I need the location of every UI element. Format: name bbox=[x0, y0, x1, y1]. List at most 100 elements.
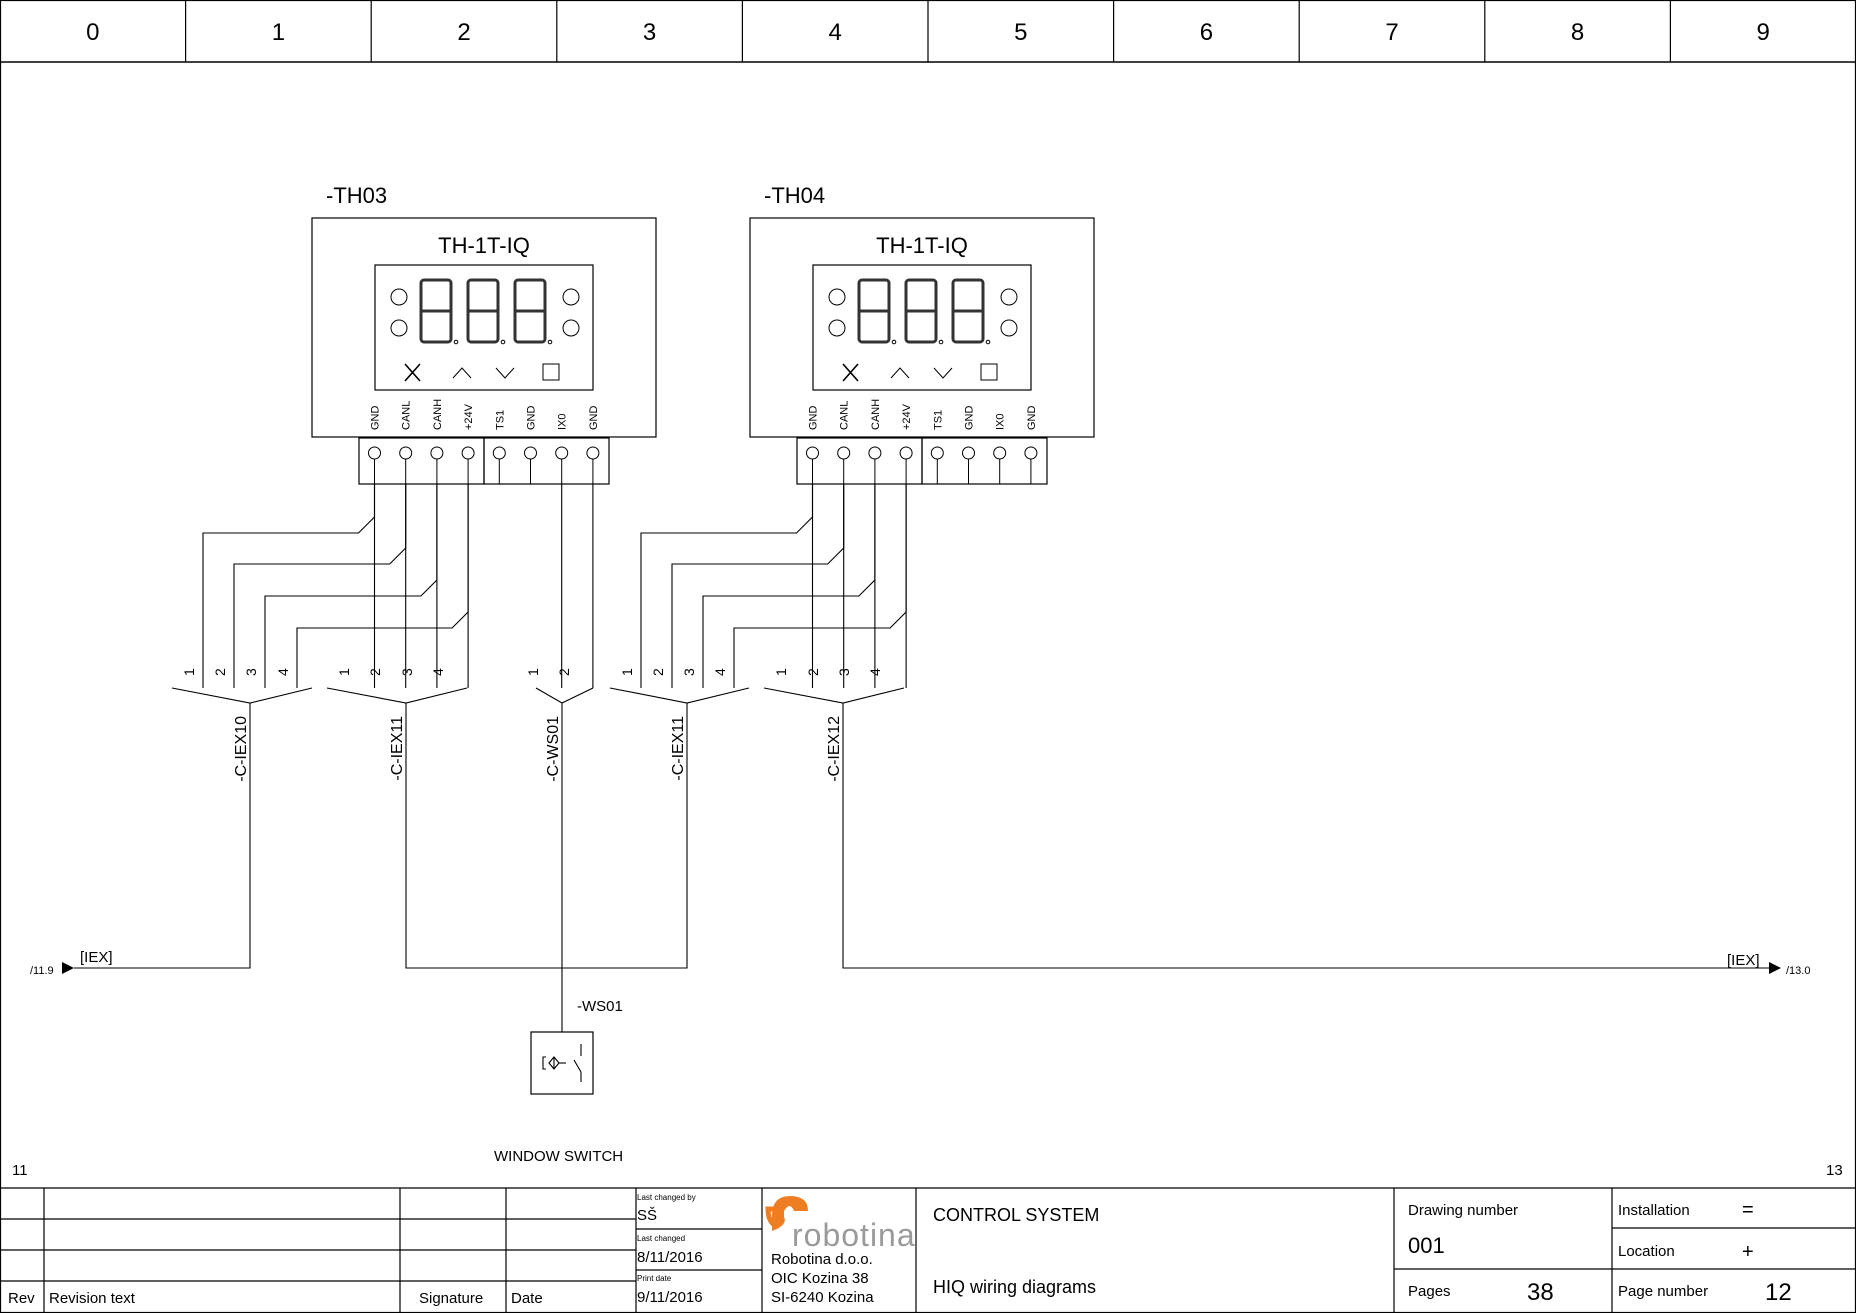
connector-symbol bbox=[763, 687, 905, 704]
location-value: + bbox=[1742, 1241, 1754, 1263]
wire bbox=[202, 484, 376, 688]
wire bbox=[296, 484, 469, 688]
arrow-right-icon bbox=[1769, 962, 1781, 974]
project-title: CONTROL SYSTEM bbox=[933, 1205, 1099, 1225]
installation-value: = bbox=[1742, 1199, 1754, 1221]
terminal-label: GND bbox=[588, 406, 600, 431]
connector-symbol bbox=[326, 687, 468, 704]
square-icon[interactable] bbox=[542, 363, 560, 381]
led-indicator-icon bbox=[828, 288, 846, 306]
terminal-screw-icon[interactable] bbox=[586, 446, 600, 460]
connector-pin-label: 4 bbox=[712, 668, 728, 676]
bus-right-ref: /13.0 bbox=[1786, 965, 1810, 977]
connector-pin-label: 1 bbox=[773, 668, 789, 676]
terminal-screw-icon[interactable] bbox=[524, 446, 537, 460]
terminal-label: GND bbox=[1026, 406, 1038, 431]
terminal-label: +24V bbox=[463, 403, 475, 430]
last-changed-label: Last changed bbox=[637, 1234, 685, 1243]
bus-left-label: [IEX] bbox=[80, 949, 113, 966]
chevron-up-icon[interactable] bbox=[890, 367, 910, 379]
window-switch: -WS01 WINDOW SWITCH bbox=[494, 998, 623, 1165]
terminal-screw-icon[interactable] bbox=[430, 446, 444, 460]
drawing-number-label: Drawing number bbox=[1408, 1202, 1518, 1219]
led-indicator-icon bbox=[562, 319, 580, 337]
terminal-screw-icon[interactable] bbox=[837, 446, 851, 460]
terminal-screw-icon[interactable] bbox=[993, 446, 1007, 460]
seven-segment-digit bbox=[857, 278, 897, 345]
device-model: TH-1T-IQ bbox=[876, 233, 968, 258]
chevron-down-icon[interactable] bbox=[933, 367, 953, 379]
company-address-2: SI-6240 Kozina bbox=[771, 1289, 874, 1306]
terminal-screw-icon[interactable] bbox=[555, 446, 569, 460]
connector-pin-label: 4 bbox=[867, 668, 883, 676]
terminal-label: CANL bbox=[839, 401, 851, 430]
terminal-screw-icon[interactable] bbox=[962, 446, 975, 460]
square-icon[interactable] bbox=[980, 363, 998, 381]
connector-tag: -C-IEX10 bbox=[233, 716, 250, 782]
tools-icon[interactable] bbox=[842, 363, 859, 382]
terminal-label: GND bbox=[526, 406, 538, 431]
company-address-1: OIC Kozina 38 bbox=[771, 1270, 869, 1287]
column-number: 6 bbox=[1200, 19, 1213, 46]
led-indicator-icon bbox=[562, 288, 580, 306]
terminal-screw-icon[interactable] bbox=[1024, 446, 1038, 460]
wiring bbox=[74, 484, 1769, 1032]
terminal-screw-icon[interactable] bbox=[806, 446, 819, 460]
last-changed-by-value: SŠ bbox=[637, 1207, 657, 1224]
device-tag: -TH04 bbox=[764, 183, 825, 208]
led-indicator-icon bbox=[390, 288, 408, 306]
terminal-screw-icon[interactable] bbox=[930, 446, 944, 460]
drawing-number-value: 001 bbox=[1408, 1233, 1445, 1258]
connector-tag: -C-IEX11 bbox=[670, 716, 687, 781]
terminal-screw-icon[interactable] bbox=[868, 446, 882, 460]
display-panel bbox=[812, 264, 1032, 391]
title-block bbox=[0, 1187, 1856, 1313]
column-number: 1 bbox=[272, 19, 285, 46]
print-date-value: 9/11/2016 bbox=[637, 1289, 703, 1306]
seven-segment-digit bbox=[419, 278, 459, 345]
column-number: 7 bbox=[1385, 19, 1398, 46]
terminal-label: CANH bbox=[432, 399, 444, 430]
connector-pin-label: 2 bbox=[805, 668, 821, 676]
connector-pin-label: 3 bbox=[243, 668, 259, 676]
bus-right-label: [IEX] bbox=[1727, 952, 1760, 969]
connector-pin-label: 1 bbox=[336, 668, 352, 676]
wire bbox=[640, 484, 814, 688]
chevron-down-icon[interactable] bbox=[495, 367, 515, 379]
terminal-screw-icon[interactable] bbox=[899, 446, 913, 460]
bus-wire bbox=[842, 703, 1769, 969]
connector-pin-label: 2 bbox=[650, 668, 666, 676]
connector-pin-label: 4 bbox=[275, 668, 291, 676]
terminal-label: +24V bbox=[901, 403, 913, 430]
pages-label: Pages bbox=[1408, 1283, 1451, 1300]
terminal-screw-icon[interactable] bbox=[368, 446, 381, 460]
connector-symbol bbox=[171, 687, 313, 704]
display-panel bbox=[374, 264, 594, 391]
wire bbox=[671, 484, 845, 688]
bus-right-reference[interactable]: [IEX] /13.0 bbox=[1727, 952, 1810, 977]
wire bbox=[702, 484, 876, 688]
window-switch-caption: WINDOW SWITCH bbox=[494, 1148, 623, 1165]
bus-wire bbox=[405, 703, 688, 969]
terminal-screw-icon[interactable] bbox=[461, 446, 475, 460]
terminal-screw-icon[interactable] bbox=[399, 446, 413, 460]
tools-icon[interactable] bbox=[404, 363, 421, 382]
page-number-value: 12 bbox=[1765, 1279, 1792, 1306]
terminal-label: IX0 bbox=[557, 413, 569, 430]
chevron-up-icon[interactable] bbox=[452, 367, 472, 379]
bus-left-reference[interactable]: /11.9 [IEX] bbox=[30, 949, 113, 977]
bus-left-ref: /11.9 bbox=[30, 965, 54, 977]
terminal-screw-icon[interactable] bbox=[492, 446, 506, 460]
connector-pin-label: 4 bbox=[430, 668, 446, 676]
